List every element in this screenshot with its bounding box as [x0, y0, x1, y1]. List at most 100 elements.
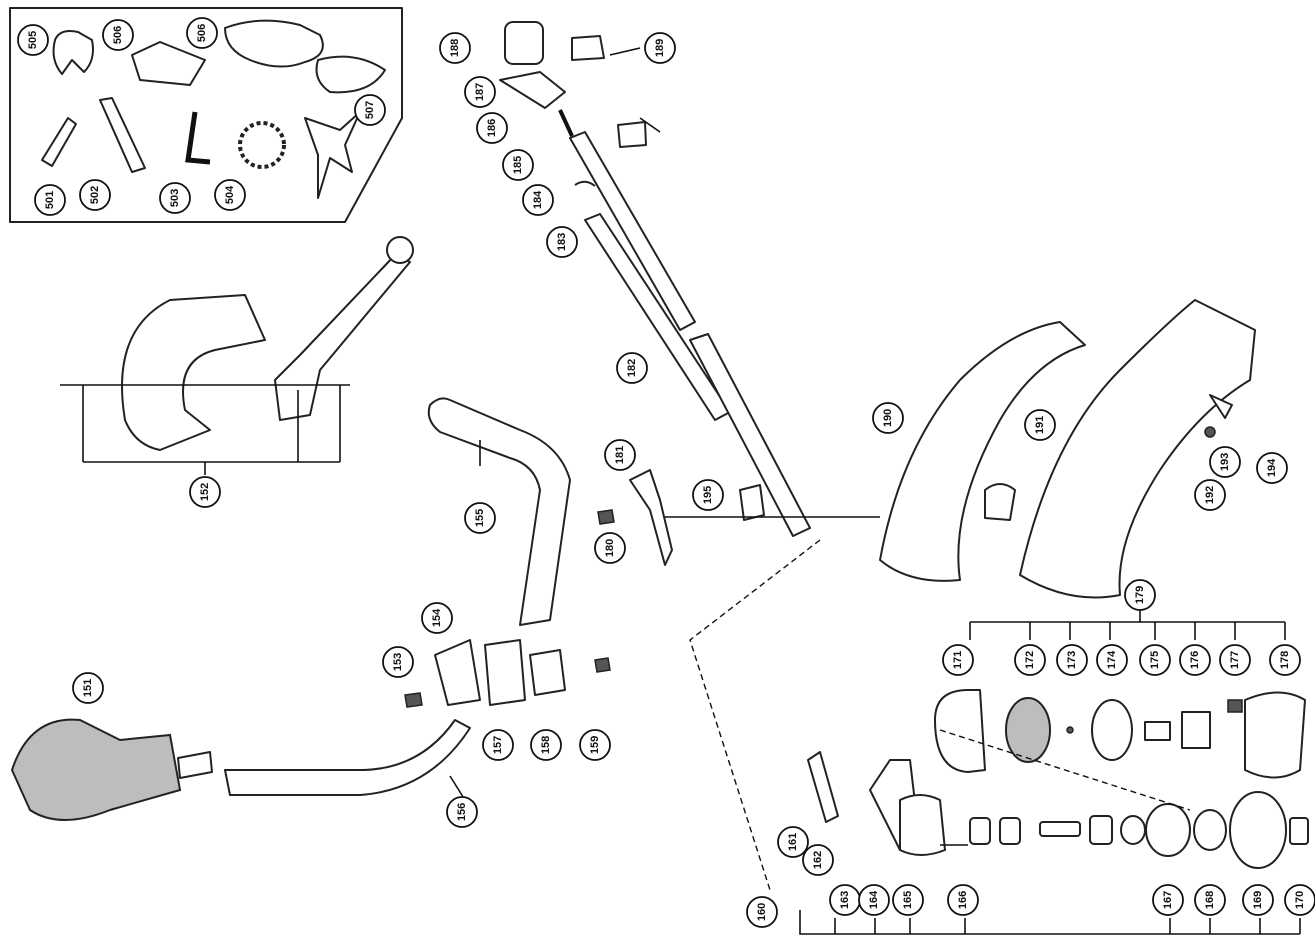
- part-180-drawing: [597, 509, 615, 525]
- callout-bubble: [1152, 884, 1184, 916]
- callout-163: 163: [829, 884, 861, 916]
- part-178-drawing: [1244, 691, 1306, 779]
- callout-185: 185: [502, 149, 534, 181]
- callout-number: 504: [224, 185, 236, 204]
- callout-155: 155: [464, 502, 496, 534]
- callout-162: 162: [802, 844, 834, 876]
- part-501-drawing: [41, 117, 77, 167]
- callout-number: 178: [1279, 651, 1291, 669]
- part-155-drawing: [427, 397, 571, 626]
- throttle-handle-assembly: [10, 718, 213, 821]
- callout-bubble: [1194, 884, 1226, 916]
- callout-bubble: [594, 532, 626, 564]
- callout-number: 162: [812, 851, 824, 869]
- callout-187: 187: [464, 76, 496, 108]
- callout-bubble: [1256, 452, 1288, 484]
- callout-number: 169: [1252, 891, 1264, 909]
- callout-bubble: [522, 184, 554, 216]
- callout-number: 188: [449, 39, 461, 57]
- callout-bubble: [604, 439, 636, 471]
- callout-bubble: [530, 729, 562, 761]
- part-194-drawing: [1209, 394, 1233, 419]
- callout-159: 159: [579, 729, 611, 761]
- callout-bubble: [464, 502, 496, 534]
- callout-bubble: [79, 179, 111, 211]
- callout-182: 182: [616, 352, 648, 384]
- accessory-inset: [9, 7, 403, 223]
- upper-shaft-assembly: [499, 21, 811, 566]
- callout-bubble: [17, 24, 49, 56]
- callout-bubble: [1179, 644, 1211, 676]
- callout-bubble: [947, 884, 979, 916]
- handle-bar-assembly: [224, 397, 611, 796]
- part-195-drawing: [739, 484, 765, 521]
- callout-502: 502: [79, 179, 111, 211]
- callout-number: 185: [512, 156, 524, 174]
- callout-161: 161: [777, 826, 809, 858]
- callout-bubble: [644, 32, 676, 64]
- callout-bubble: [102, 19, 134, 51]
- callout-bubble: [482, 729, 514, 761]
- callout-bubble: [186, 17, 218, 49]
- part-506b-drawing: [224, 19, 324, 68]
- callout-158: 158: [530, 729, 562, 761]
- callout-bubble: [858, 884, 890, 916]
- part-151-drawing: [10, 718, 182, 821]
- callout-bubble: [692, 479, 724, 511]
- part-156-drawing: [224, 719, 471, 796]
- callout-bubble: [464, 76, 496, 108]
- callout-number: 183: [556, 233, 568, 251]
- part-161-drawing: [807, 751, 839, 823]
- callout-number: 507: [364, 101, 376, 119]
- callout-174: 174: [1096, 644, 1128, 676]
- part-506-drawing: [131, 41, 206, 86]
- callout-194: 194: [1256, 452, 1288, 484]
- callout-bubble: [421, 602, 453, 634]
- callout-173: 173: [1056, 644, 1088, 676]
- callout-bubble: [446, 796, 478, 828]
- callout-190: 190: [872, 402, 904, 434]
- callout-160: 160: [746, 896, 778, 928]
- callout-bubble: [1056, 644, 1088, 676]
- callout-bubble: [546, 226, 578, 258]
- callout-number: 170: [1294, 891, 1306, 909]
- callout-number: 152: [199, 483, 211, 501]
- callout-bubble: [72, 672, 104, 704]
- callout-number: 187: [474, 83, 486, 101]
- callout-bubble: [476, 112, 508, 144]
- part-188-drawing: [504, 21, 544, 65]
- callout-195: 195: [692, 479, 724, 511]
- callout-166: 166: [947, 884, 979, 916]
- callout-number: 155: [474, 509, 486, 527]
- part-177-drawing: [1227, 699, 1243, 713]
- part-168-drawing: [1193, 809, 1227, 851]
- callout-186: 186: [476, 112, 508, 144]
- callout-bubble: [34, 184, 66, 216]
- callout-bubble: [892, 884, 924, 916]
- callout-172: 172: [1014, 644, 1046, 676]
- callout-505: 505: [17, 24, 49, 56]
- part-169-drawing: [1229, 791, 1287, 869]
- callout-bubble: [1209, 446, 1241, 478]
- callout-number: 184: [532, 190, 544, 209]
- trimmer-head-assembly: [934, 689, 1306, 779]
- callout-504: 504: [214, 179, 246, 211]
- callout-bubble: [439, 32, 471, 64]
- callout-number: 505: [27, 31, 39, 49]
- callout-171: 171: [942, 644, 974, 676]
- callout-bubble: [382, 646, 414, 678]
- callout-177: 177: [1219, 644, 1251, 676]
- callout-number: 181: [614, 446, 626, 464]
- part-171-drawing: [934, 689, 986, 773]
- callout-number: 506: [196, 24, 208, 42]
- part-504-drawing: [238, 121, 286, 169]
- callout-bubble: [746, 896, 778, 928]
- guard-assembly: [879, 299, 1256, 599]
- callout-number: 160: [756, 903, 768, 921]
- callout-number: 190: [882, 409, 894, 427]
- callout-bubble: [1124, 579, 1156, 611]
- callout-number: 151: [82, 679, 94, 697]
- part-176-drawing: [1181, 711, 1211, 749]
